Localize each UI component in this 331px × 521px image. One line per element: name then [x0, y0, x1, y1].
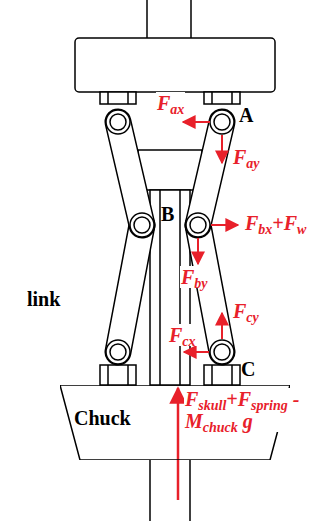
force-label: Fax	[156, 92, 185, 114]
pivot-hole	[110, 114, 126, 130]
rod-line	[190, 0, 192, 38]
pivot-pin	[106, 340, 130, 364]
clevis	[100, 92, 136, 104]
clevis	[204, 92, 240, 104]
pivot-hole	[214, 114, 230, 130]
pivot-pin	[186, 213, 210, 237]
point-label: A	[238, 104, 254, 126]
rod-line	[146, 0, 148, 38]
clevis-line	[231, 365, 233, 385]
link-bar-outline	[198, 122, 222, 225]
rod-line	[149, 460, 151, 521]
clevis	[100, 365, 136, 385]
point-label: C	[240, 358, 256, 380]
link-bar	[198, 122, 222, 225]
shaft-line	[159, 190, 161, 385]
pivot-hole	[110, 344, 126, 360]
force-arrow	[221, 135, 223, 163]
point-label: link	[26, 288, 61, 310]
clevis-line	[231, 92, 233, 104]
force-label: Fay	[232, 146, 261, 168]
clevis-line	[107, 365, 109, 385]
clevis	[204, 365, 240, 385]
clevis-line	[211, 365, 213, 385]
point-label: B	[160, 203, 175, 225]
pivot-hole	[190, 217, 206, 233]
top-block	[75, 38, 275, 92]
force-arrow	[197, 238, 199, 264]
pivot-pin	[210, 340, 234, 364]
clevis-line	[127, 92, 129, 104]
pivot-pin	[210, 110, 234, 134]
force-label: Fcy	[232, 300, 260, 322]
force-label: Fcx	[168, 324, 197, 346]
force-label: Fby	[180, 266, 209, 288]
pivot-pin	[130, 213, 154, 237]
clevis-line	[107, 92, 109, 104]
force-label: Fskull+Fspring -Mchuck g	[184, 388, 304, 432]
force-arrow	[183, 121, 210, 123]
center-column	[138, 150, 202, 190]
pivot-hole	[214, 344, 230, 360]
force-arrow	[221, 313, 223, 339]
clevis-line	[211, 92, 213, 104]
link-bar	[118, 122, 142, 225]
force-label: Fbx+Fw	[244, 212, 307, 234]
rod-line	[189, 460, 191, 521]
part-name: Chuck	[74, 407, 131, 430]
force-arrow	[184, 351, 209, 353]
clevis-line	[127, 365, 129, 385]
force-arrow	[211, 224, 238, 226]
force-arrow	[177, 388, 180, 500]
pivot-hole	[134, 217, 150, 233]
link-bar	[118, 225, 142, 352]
pivot-pin	[106, 110, 130, 134]
link-bar-outline	[118, 122, 142, 225]
link-bar-outline	[118, 225, 142, 352]
